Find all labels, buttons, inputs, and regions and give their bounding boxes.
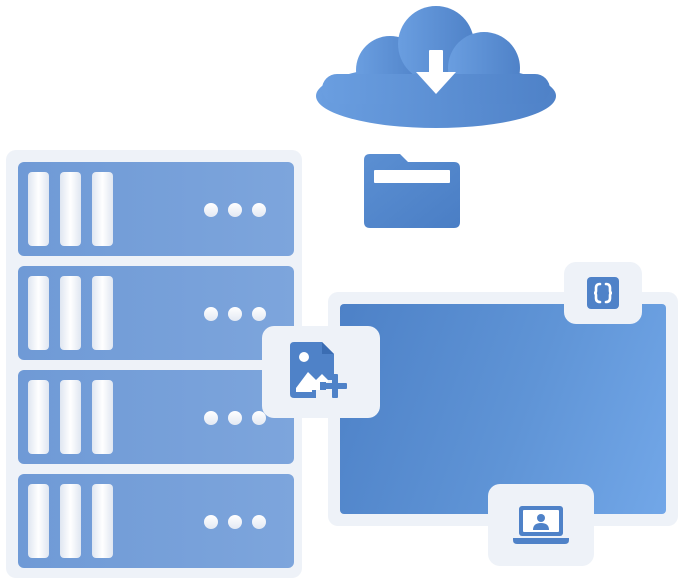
drive-slot bbox=[28, 276, 49, 350]
laptop-badge bbox=[488, 484, 594, 566]
drive-slot bbox=[92, 380, 113, 454]
status-light bbox=[252, 515, 266, 529]
drive-slot bbox=[28, 172, 49, 246]
status-light bbox=[204, 307, 218, 321]
status-light bbox=[252, 411, 266, 425]
drive-slot bbox=[60, 172, 81, 246]
status-light bbox=[228, 411, 242, 425]
drive-slot bbox=[28, 484, 49, 558]
cloud-download-icon bbox=[316, 6, 556, 128]
server-unit bbox=[18, 266, 294, 360]
drive-slot bbox=[60, 484, 81, 558]
status-light bbox=[252, 203, 266, 217]
image-add-icon bbox=[290, 342, 347, 398]
status-light bbox=[204, 411, 218, 425]
monitor-screen bbox=[340, 304, 666, 514]
drive-slot bbox=[28, 380, 49, 454]
drive-slot bbox=[92, 172, 113, 246]
drive-slot bbox=[92, 484, 113, 558]
status-light bbox=[252, 307, 266, 321]
status-light bbox=[204, 203, 218, 217]
code-badge bbox=[564, 262, 642, 324]
status-light bbox=[204, 515, 218, 529]
server-unit bbox=[18, 370, 294, 464]
code-braces-icon bbox=[587, 277, 619, 309]
server-rack bbox=[6, 150, 302, 578]
image-add-badge bbox=[262, 326, 380, 418]
server-unit bbox=[18, 474, 294, 568]
drive-slot bbox=[60, 276, 81, 350]
drive-slot bbox=[60, 380, 81, 454]
status-light bbox=[228, 203, 242, 217]
server-unit bbox=[18, 162, 294, 256]
folder-icon bbox=[364, 154, 460, 228]
status-light bbox=[228, 307, 242, 321]
drive-slot bbox=[92, 276, 113, 350]
laptop-user-icon bbox=[513, 506, 569, 544]
status-light bbox=[228, 515, 242, 529]
